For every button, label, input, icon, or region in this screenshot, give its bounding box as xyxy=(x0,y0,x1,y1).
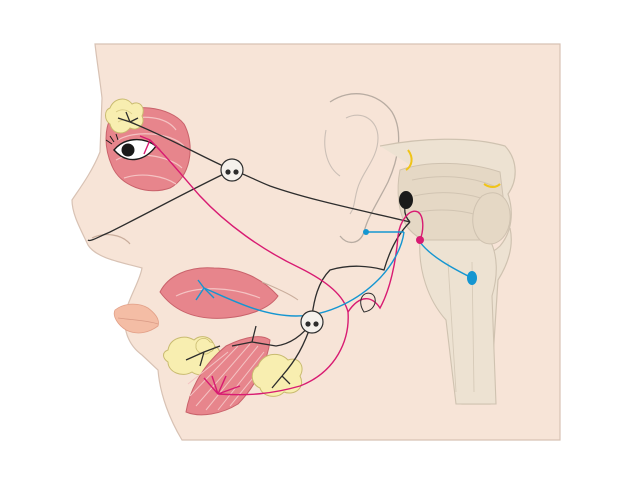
ganglion-icon xyxy=(220,158,244,182)
tongue-icon xyxy=(159,267,299,319)
brainstem-icon xyxy=(379,138,516,405)
solitary-nucleus xyxy=(467,271,477,285)
blue-nerve xyxy=(195,231,473,317)
ear-inner xyxy=(345,114,379,215)
nerve-loop xyxy=(360,292,376,313)
nostril xyxy=(91,234,131,245)
ear xyxy=(329,93,400,243)
floor-muscle xyxy=(185,336,271,416)
eye-icon xyxy=(105,133,157,161)
motor-nucleus xyxy=(399,191,413,209)
blue-terminal xyxy=(363,229,369,235)
lips xyxy=(113,303,159,334)
yellow-tract-1 xyxy=(405,149,413,171)
submandibular-gland-icon xyxy=(251,353,303,397)
magenta-nerve xyxy=(139,135,424,396)
ear-tragus xyxy=(324,129,341,177)
ganglion-icon-submandibular xyxy=(300,310,324,334)
yellow-tract-2 xyxy=(483,183,501,188)
lip-line xyxy=(117,317,159,325)
salivatory-nucleus xyxy=(416,236,424,244)
